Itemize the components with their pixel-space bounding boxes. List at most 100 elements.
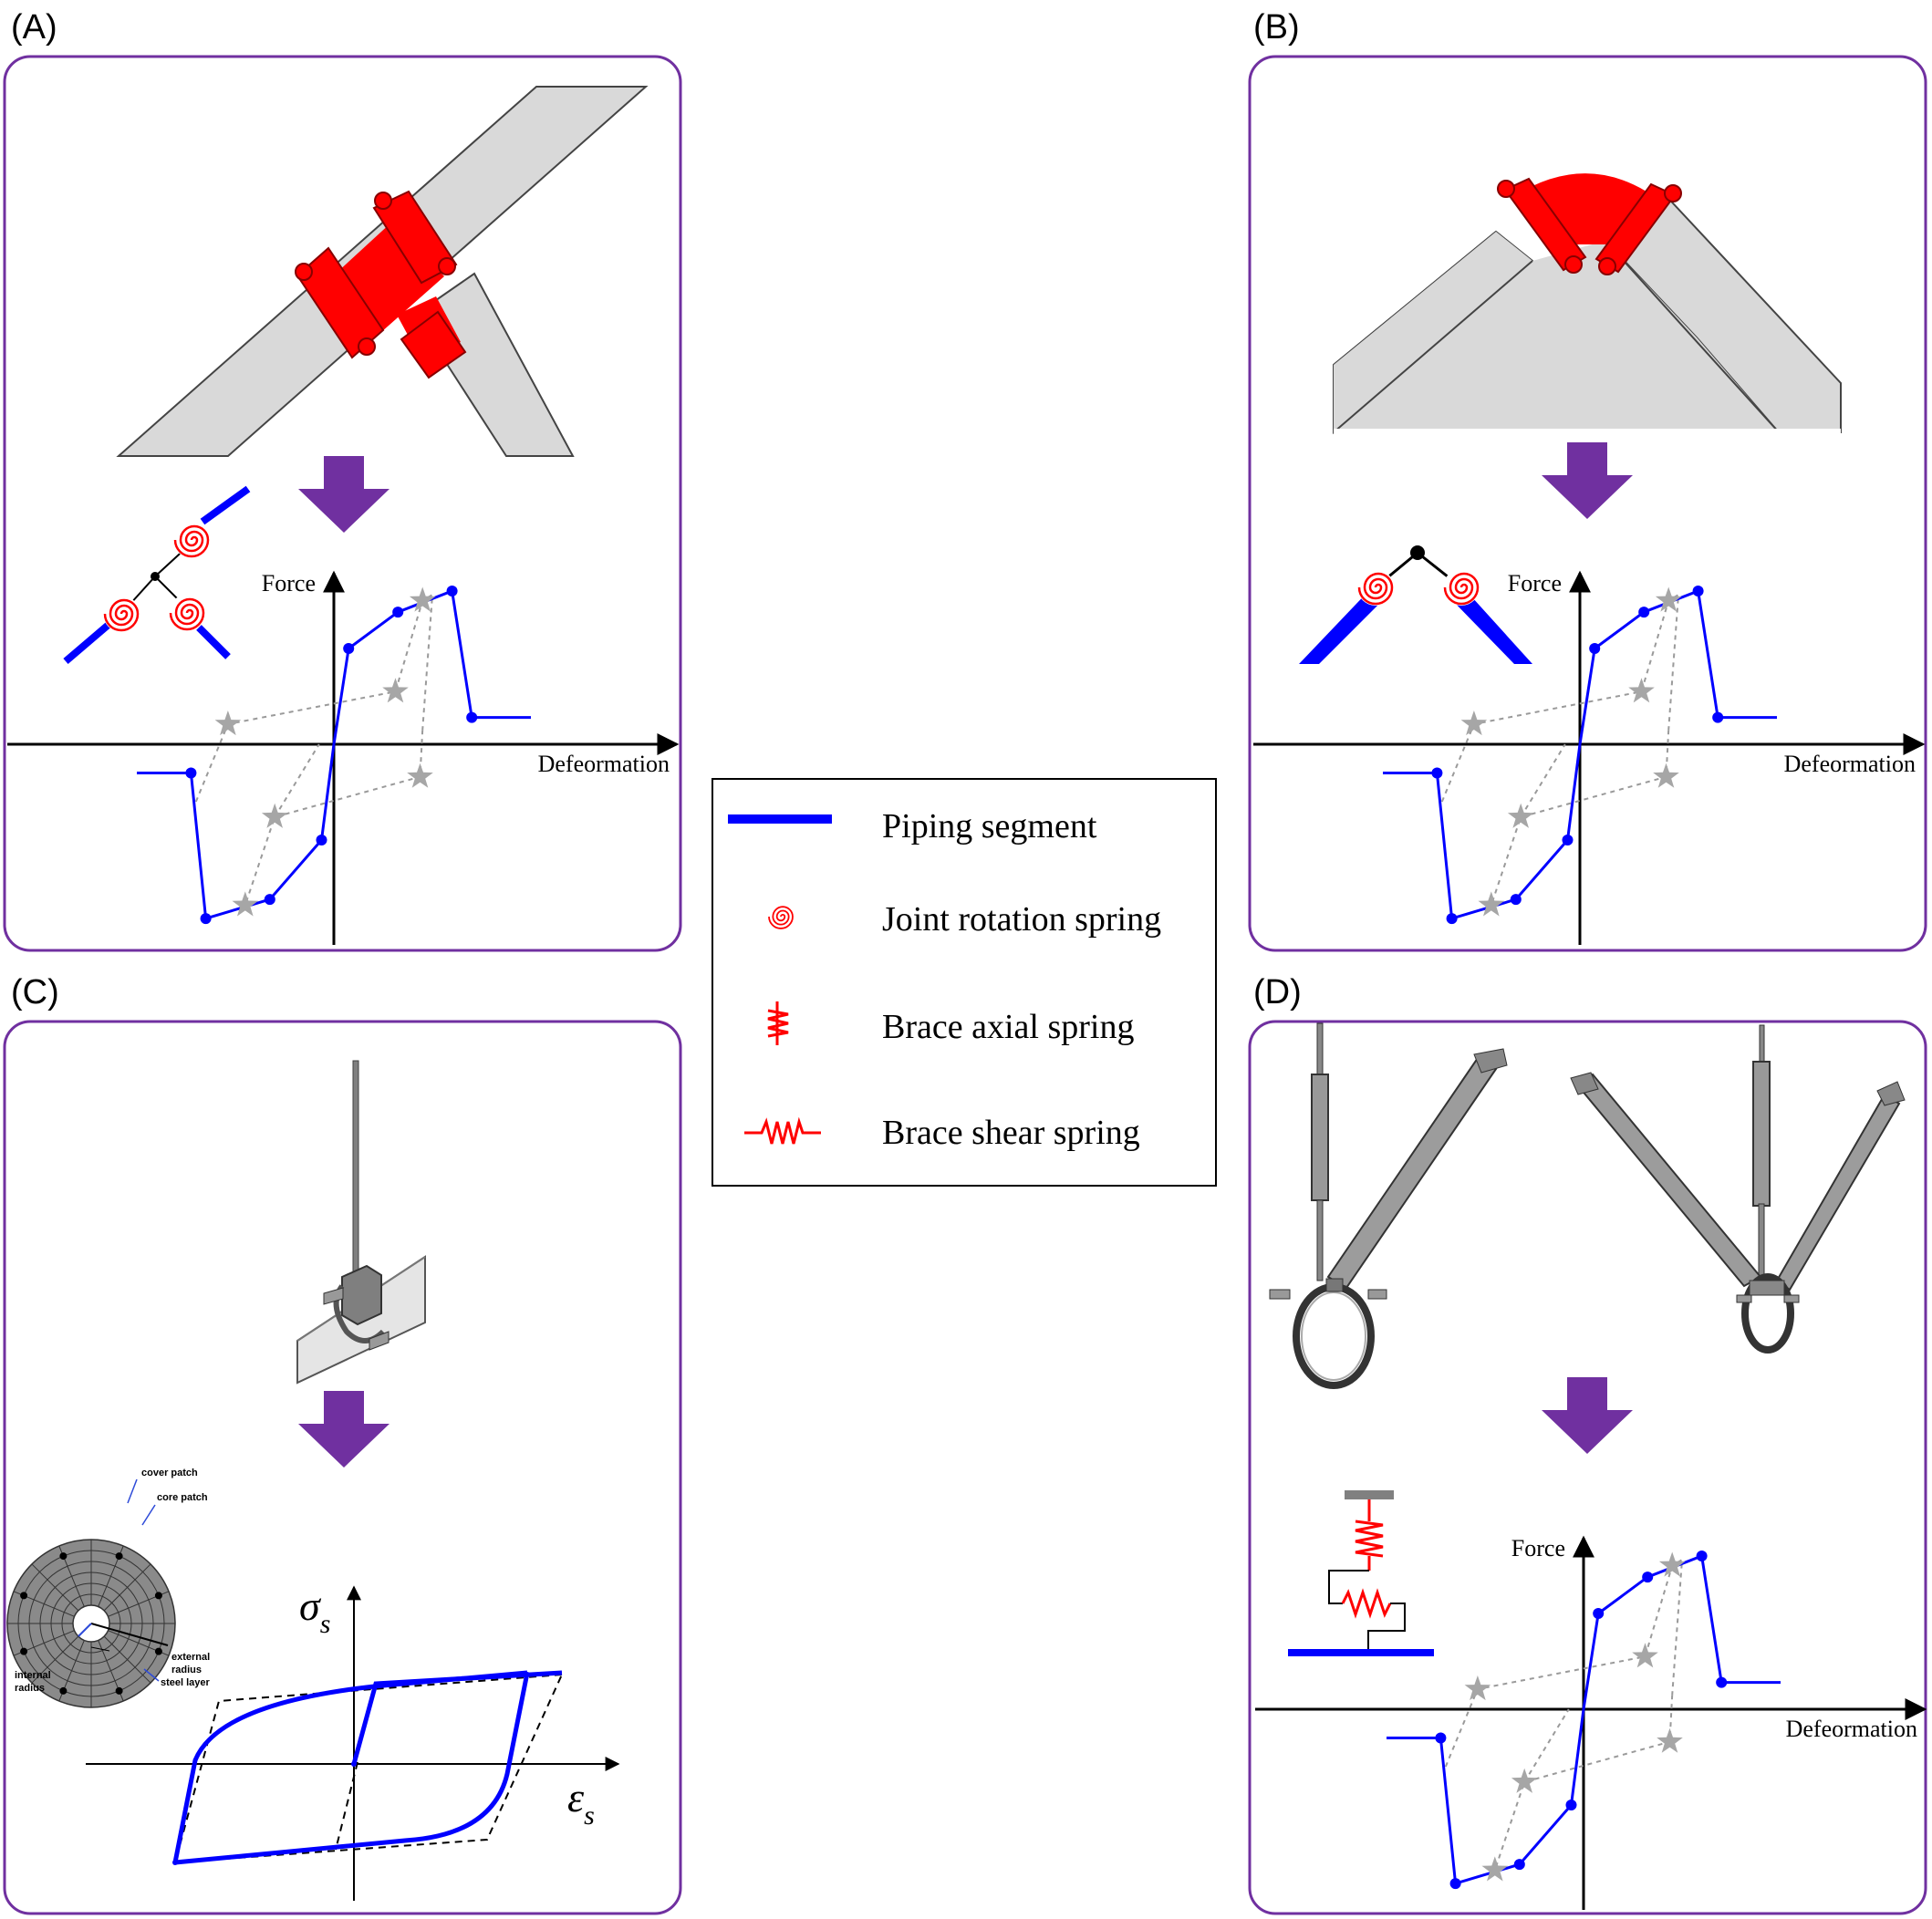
pipe-hanger-illustration [296,1060,426,1385]
cycle-path [244,730,424,906]
backbone-point [466,711,478,723]
cycle-star [409,586,436,612]
backbone-point [1692,586,1704,596]
steel-fiber [154,1647,162,1655]
internal-radius-line [78,1623,92,1637]
backbone-point [392,607,404,618]
panel-label-a: (A) [11,8,57,47]
backbone-point [316,835,327,845]
stress-axis-label: σs [299,1582,330,1639]
panel-label-c: (C) [11,973,59,1011]
y-axis-label: Force [1508,570,1562,596]
backbone-point [343,643,355,654]
backbone-point [1449,1878,1461,1890]
legend-label-shear: Brace shear spring [882,1114,1140,1152]
y-axis-label: Force [262,570,316,596]
cycle-star [1478,891,1505,917]
backbone-point [1565,1800,1577,1810]
cycle-path [194,593,434,803]
process-arrow-c [298,1391,390,1468]
steel-fiber [59,1552,68,1561]
backbone-curve [1383,588,1777,921]
panel-d-frame [1248,1020,1927,1915]
backbone-point [185,767,197,779]
brace-spring-model [1288,1490,1434,1656]
cycle-star [261,803,288,828]
process-arrow-d [1542,1377,1633,1454]
legend-label-piping: Piping segment [882,807,1097,845]
x-axis-label: Defeormation [538,751,670,777]
cycle-star [1481,1856,1509,1882]
internal-radius-label-1: internal [15,1670,51,1681]
backbone-point [1642,1572,1654,1583]
steel-fiber [20,1647,28,1655]
backbone-point [1716,1676,1728,1688]
backbone-point [200,913,212,925]
joint-rotation-spring-icon [766,902,795,931]
cycle-path [1490,730,1670,906]
fiber-section-diagram: cover patch core patch external radius i… [6,1468,211,1708]
cycle-star [1460,711,1488,736]
cycle-star [1464,1675,1491,1701]
elbow-fitting-illustration [1333,173,1842,435]
brace-shear-spring-icon [744,1116,821,1145]
backbone-point [446,586,458,596]
backbone-point [1696,1551,1708,1561]
tee-fitting-illustration [116,86,649,457]
cycle-star [1628,678,1655,703]
cycle-star [1632,1643,1658,1668]
elbow-spring-model [1299,545,1532,664]
backbone-curve [1387,1553,1781,1886]
legend-item-piping: Piping segment [728,807,1097,845]
legend-box [712,778,1217,1187]
cycle-star [214,711,242,736]
seismic-brace-illustration [1269,1022,1906,1389]
cycle-star [1511,1768,1538,1793]
steel-fiber [59,1686,68,1695]
backbone-point [1593,1608,1605,1619]
backbone-curve [137,588,531,921]
legend-label-joint: Joint rotation spring [882,900,1161,939]
cycle-star [1655,586,1682,612]
cycle-star [232,891,259,917]
cover-patch-label: cover patch [141,1468,198,1478]
stress-strain-chart: σs εs [86,1582,620,1901]
cycle-star [1658,1551,1686,1577]
steel-fiber [115,1686,123,1695]
tee-spring-model [63,485,251,665]
external-radius-label-1: external [171,1652,210,1663]
legend: Piping segment Joint rotation spring Bra… [712,778,1217,1187]
backbone-point [1638,607,1650,618]
backbone-point [1562,835,1574,845]
fiber-ray [31,1563,79,1612]
backbone-point [1712,711,1724,723]
cycle-path [1440,593,1680,803]
external-radius-label-2: radius [171,1665,202,1675]
cycle-star [382,678,409,703]
legend-item-joint: Joint rotation spring [766,900,1161,939]
internal-radius-label-2: radius [15,1683,45,1694]
panel-c-frame [3,1020,682,1915]
legend-label-axial: Brace axial spring [882,1008,1134,1046]
cycle-path [1444,1558,1684,1768]
core-patch-label: core patch [157,1492,208,1503]
panel-b-frame [1248,55,1927,952]
panel-label-b: (B) [1253,8,1300,47]
process-arrow-b [1542,442,1633,519]
piping-segment-icon [728,814,832,824]
fiber-ray [31,1635,79,1684]
y-axis-label: Force [1511,1535,1565,1561]
legend-item-axial: Brace axial spring [767,1001,1134,1046]
x-axis-label: Defeormation [1786,1716,1917,1742]
backbone-point [1431,767,1443,779]
backbone-point [1510,894,1522,906]
backbone-point [1435,1732,1447,1744]
panel-a-frame [3,55,682,952]
backbone-point [1446,913,1458,925]
external-radius-line [90,1623,169,1646]
x-axis-label: Defeormation [1784,751,1916,777]
